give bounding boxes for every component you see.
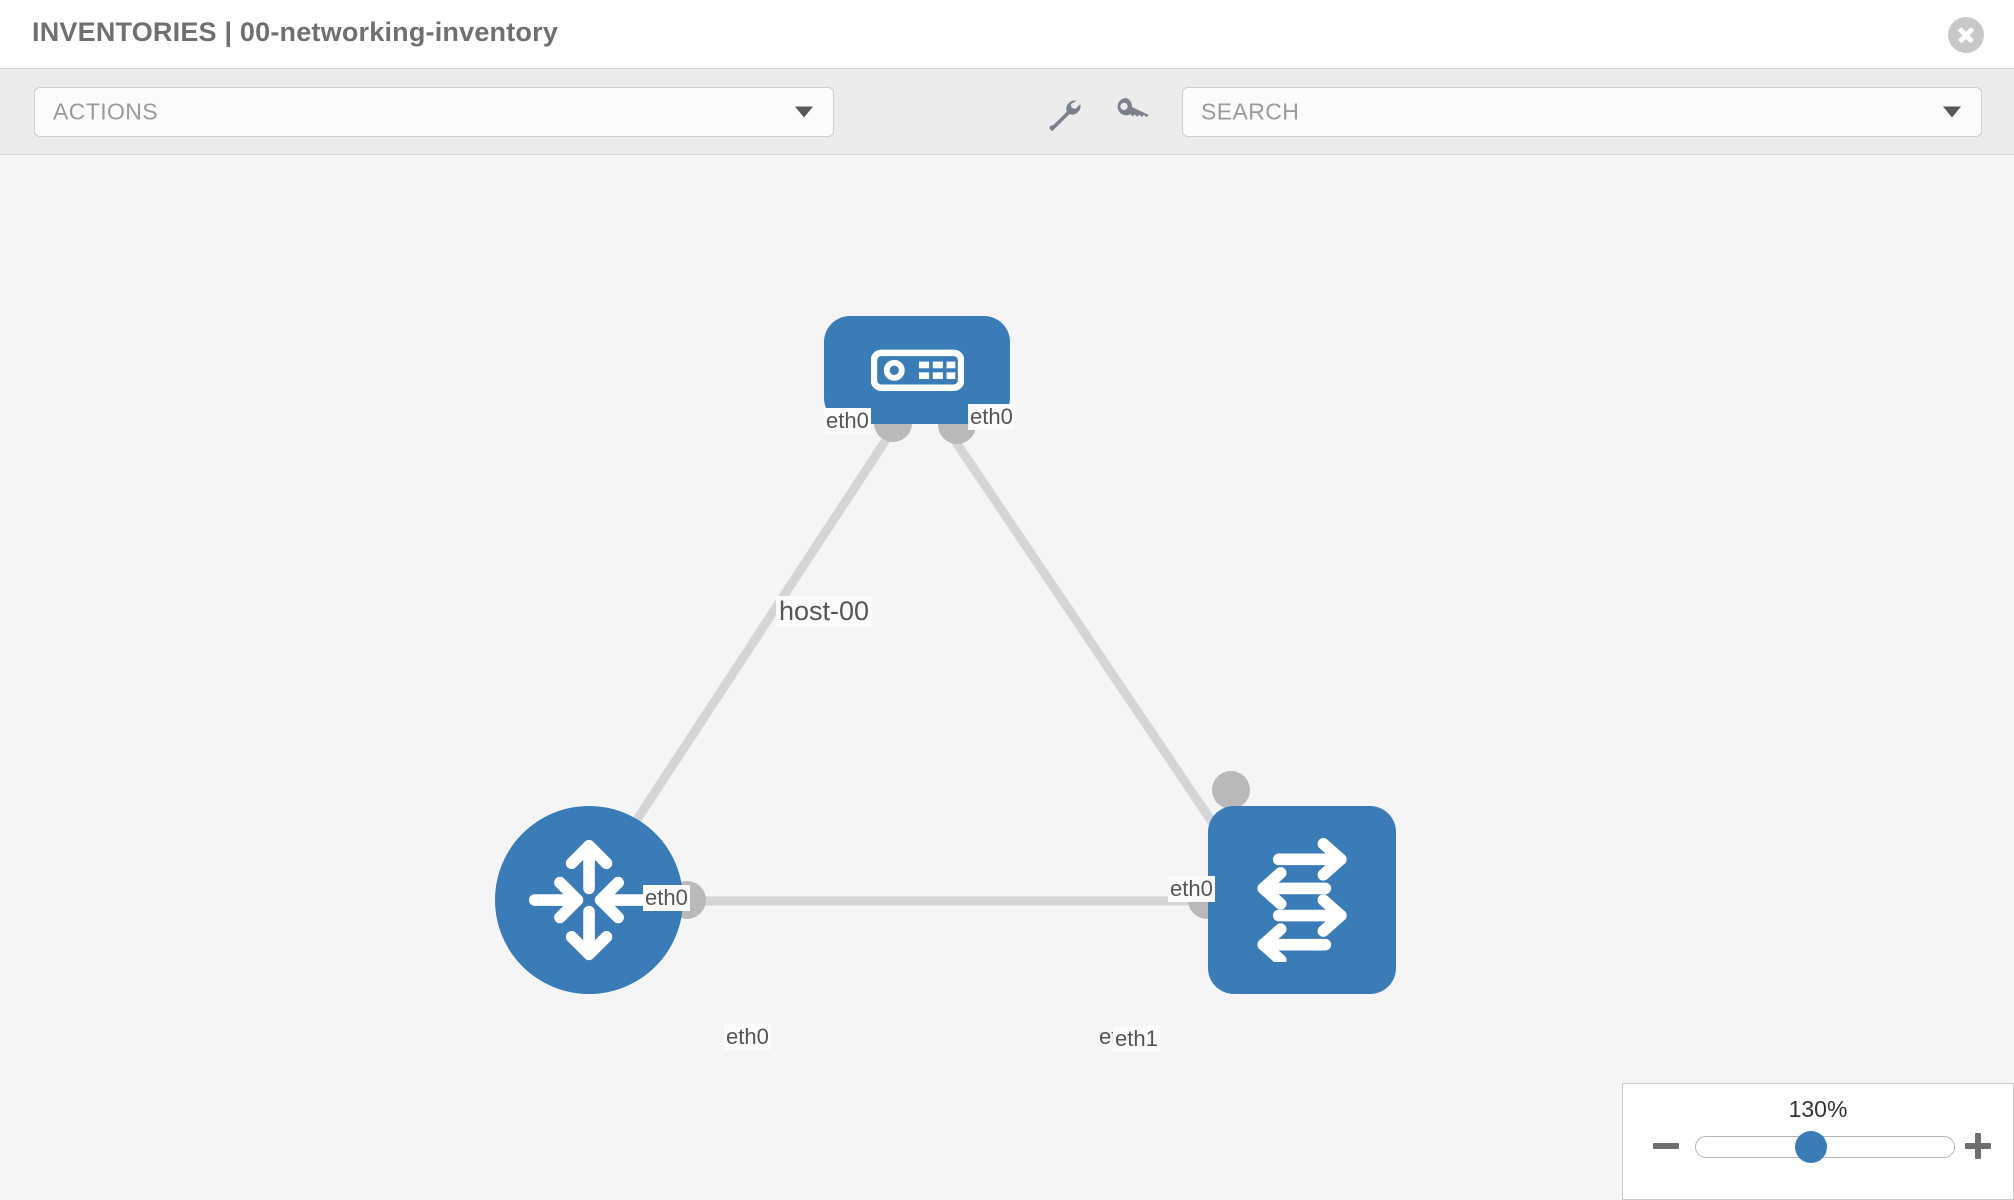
switch-arrows-icon[interactable]	[1208, 806, 1396, 994]
edge-label-host-router-near-host: eth0	[824, 408, 871, 434]
edge-label-host-router-near-router: eth0	[643, 885, 690, 911]
chevron-down-icon	[795, 106, 813, 118]
interface-dot-switch-top[interactable]	[1212, 771, 1250, 809]
search-input[interactable]: SEARCH	[1182, 87, 1982, 137]
search-placeholder: SEARCH	[1201, 98, 1300, 125]
edge-label-router-switch-near-switch: eth1	[1113, 1026, 1160, 1052]
zoom-control-panel: 130%	[1622, 1083, 2014, 1200]
zoom-level-value: 130%	[1788, 1096, 1848, 1122]
chevron-down-icon	[1943, 106, 1961, 118]
toolbar: ACTIONS SEARCH	[0, 69, 2014, 155]
wrench-icon[interactable]	[1042, 94, 1084, 132]
link-host-switch	[941, 423, 1266, 899]
close-icon[interactable]	[1948, 17, 1984, 53]
page-title: INVENTORIES | 00-networking-inventory	[32, 17, 559, 47]
topology-canvas[interactable]: host-00 router-00	[0, 156, 2014, 1200]
edge-label-host-switch-near-host: eth0	[968, 404, 1015, 430]
zoom-out-button[interactable]	[1651, 1131, 1681, 1161]
link-host-router	[596, 423, 899, 879]
key-icon[interactable]	[1110, 94, 1152, 132]
zoom-slider-thumb[interactable]	[1795, 1131, 1827, 1163]
node-label-host-00: host-00	[775, 596, 873, 627]
edge-label-router-switch-near-router: eth0	[724, 1024, 771, 1050]
actions-dropdown[interactable]: ACTIONS	[34, 87, 834, 137]
edge-label-host-switch-near-switch: eth0	[1168, 876, 1215, 902]
page-header: INVENTORIES | 00-networking-inventory	[0, 0, 2014, 69]
actions-dropdown-label: ACTIONS	[53, 98, 159, 125]
zoom-in-button[interactable]	[1963, 1131, 1993, 1161]
topology-links	[596, 423, 1266, 906]
